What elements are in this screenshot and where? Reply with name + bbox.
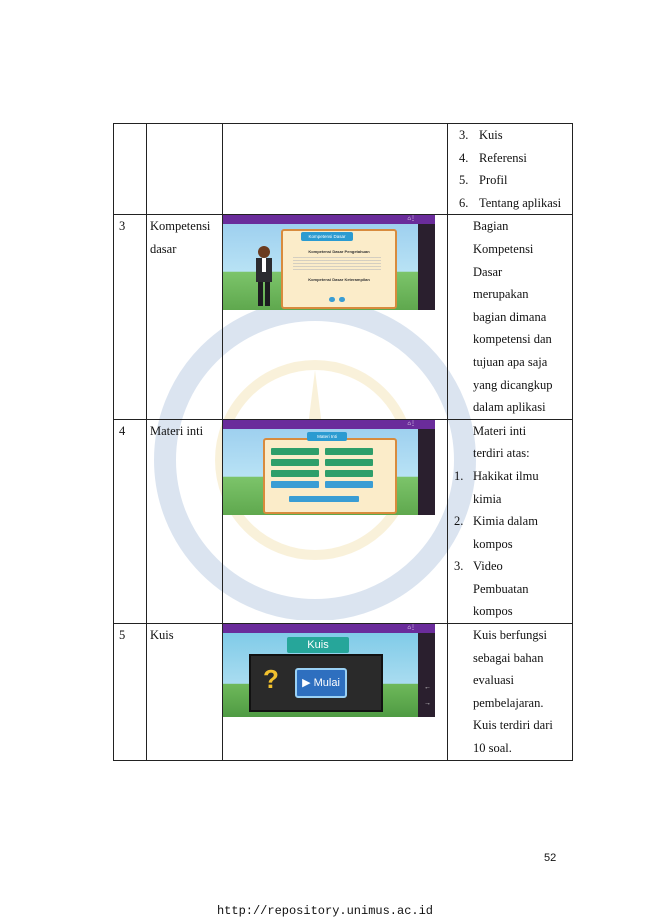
table-row-continued: 3.Kuis 4.Referensi 5.Profil 6.Tentang ap…: [113, 122, 573, 216]
app-bar: [223, 419, 435, 429]
list-item: 1.Hakikat ilmu: [454, 468, 539, 483]
app-screenshot-materi: ⌂ ⋮ Materi Inti: [223, 419, 435, 515]
teacher-figure: [256, 246, 272, 307]
forward-arrow-icon[interactable]: →: [424, 699, 431, 708]
materi-button[interactable]: [325, 480, 373, 488]
materi-button[interactable]: [271, 469, 319, 477]
cell-screenshot: ⌂ ⋮ Materi Inti: [222, 418, 448, 625]
app-bar: [223, 624, 435, 634]
cell-description: Materi inti terdiri atas: 1.Hakikat ilmu…: [447, 418, 573, 625]
app-screenshot-kuis: ⌂ ⋮ Kuis ▶ Mulai ? ← →: [223, 624, 435, 718]
home-icon: ⌂: [407, 420, 411, 427]
app-bar: [223, 215, 435, 225]
materi-button[interactable]: [271, 480, 319, 488]
home-icon: ⌂: [407, 216, 411, 223]
quiz-title: Kuis: [287, 637, 349, 654]
cell-description: 3.Kuis 4.Referensi 5.Profil 6.Tentang ap…: [447, 122, 573, 216]
cell-description: Bagian Kompetensi Dasar merupakan bagian…: [447, 214, 573, 420]
table-row-3: 3 Kompetensi dasar ⌂ ⋮ Kompetensi Dasar: [113, 214, 573, 420]
video-button[interactable]: [289, 495, 359, 502]
materi-button[interactable]: [271, 458, 319, 466]
placeholder-lines: [293, 256, 381, 271]
sub-heading-skill: Kompetensi Dasar Keterampilan: [308, 277, 370, 283]
cell-screenshot: ⌂ ⋮ Kompetensi Dasar Kompetensi Dasar Pe…: [222, 214, 448, 420]
panel-title: Kompetensi Dasar: [301, 232, 353, 242]
table-row-4: 4 Materi inti ⌂ ⋮ Materi Inti: [113, 418, 573, 625]
more-vert-icon: ⋮: [410, 420, 416, 427]
row-number: 5: [113, 623, 147, 761]
start-button[interactable]: ▶ Mulai: [295, 668, 347, 699]
row-number: 3: [113, 214, 147, 420]
back-arrow-icon[interactable]: ←: [424, 683, 431, 692]
sub-heading-knowledge: Kompetensi Dasar Pengetahuan: [308, 249, 370, 255]
list-item: 6.Tentang aplikasi: [459, 195, 562, 210]
row-name: Kompetensi dasar: [146, 214, 223, 420]
description-table: 3.Kuis 4.Referensi 5.Profil 6.Tentang ap…: [113, 122, 573, 761]
page-number: 52: [544, 852, 557, 864]
feature-list: 3.Kuis 4.Referensi 5.Profil 6.Tentang ap…: [451, 124, 572, 214]
list-item: 5.Profil: [459, 173, 508, 188]
materi-button[interactable]: [325, 447, 373, 455]
panel-title: Materi Inti: [307, 431, 347, 441]
app-screenshot-kompetensi: ⌂ ⋮ Kompetensi Dasar Kompetensi Dasar Pe…: [223, 215, 435, 311]
list-item: 2.Kimia dalam: [454, 514, 538, 529]
materi-button[interactable]: [271, 447, 319, 455]
home-icon: ⌂: [407, 625, 411, 632]
more-vert-icon: ⋮: [410, 216, 416, 223]
cell-number: [113, 122, 147, 216]
row-name: Kuis: [146, 623, 223, 761]
materi-button[interactable]: [325, 469, 373, 477]
row-name: Materi inti: [146, 418, 223, 625]
list-item: 3.Video: [454, 559, 503, 574]
table-row-5: 5 Kuis ⌂ ⋮ Kuis ▶ Mulai ? ← → Kuis berfu…: [113, 623, 573, 761]
cell-name: [146, 122, 223, 216]
list-item: 3.Kuis: [459, 128, 503, 142]
more-vert-icon: ⋮: [410, 625, 416, 632]
row-number: 4: [113, 418, 147, 625]
cell-screenshot: ⌂ ⋮ Kuis ▶ Mulai ? ← →: [222, 623, 448, 761]
materi-button[interactable]: [325, 458, 373, 466]
footer-url[interactable]: http://repository.unimus.ac.id: [216, 904, 434, 918]
prev-page-button[interactable]: [329, 297, 335, 303]
question-mark-icon: ?: [263, 664, 279, 695]
cell-screenshot: [222, 122, 448, 216]
list-item: 4.Referensi: [459, 150, 527, 165]
next-page-button[interactable]: [339, 297, 345, 303]
cell-description: Kuis berfungsi sebagai bahan evaluasi pe…: [447, 623, 573, 761]
